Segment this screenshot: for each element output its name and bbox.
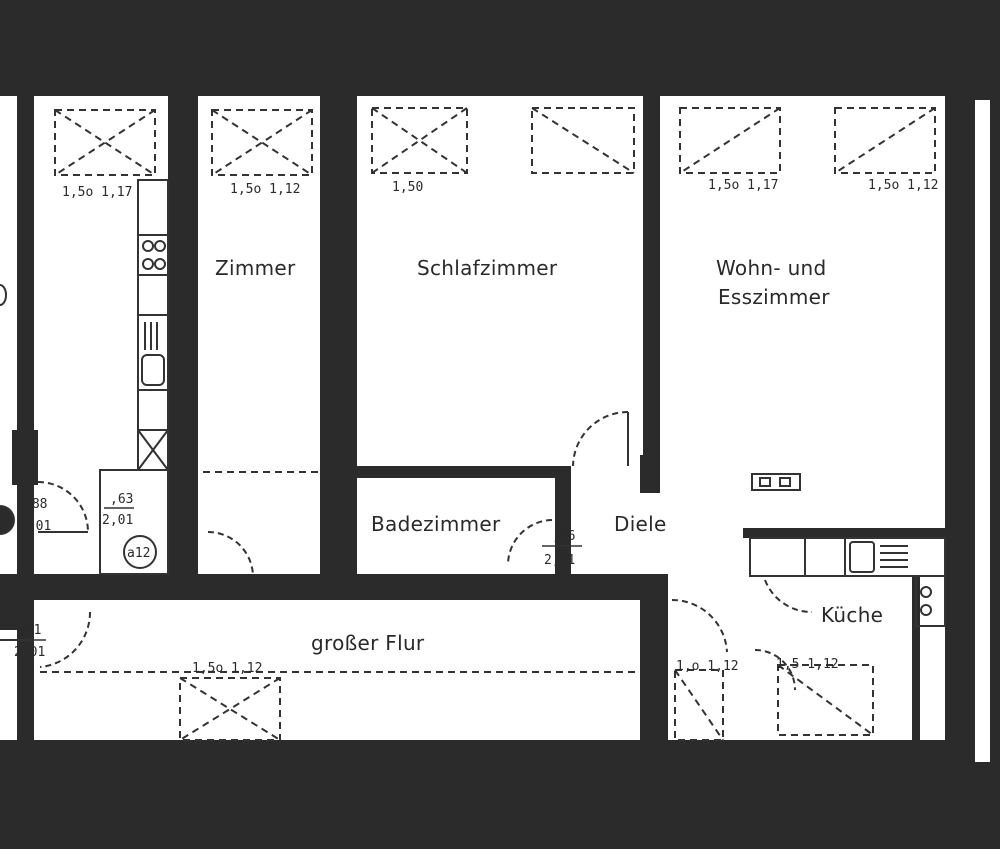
room-label-zimmer: Zimmer	[215, 256, 296, 280]
window-dim-2: 1,5o 1,12	[230, 182, 300, 197]
door-dim-1-width: ,63	[110, 492, 133, 507]
room-floors	[0, 96, 990, 740]
door-dim-4-width: ,88	[24, 497, 47, 512]
window-dim-6: 1,5o 1,12	[192, 661, 262, 676]
room-label-schlafzimmer: Schlafzimmer	[417, 256, 558, 280]
room-label-flur: großer Flur	[311, 631, 425, 655]
door-dim-3-height: 2,01	[14, 645, 45, 660]
door-dim-2-height: 2,01	[544, 553, 575, 568]
window-dim-7: 1,o 1,12	[676, 659, 739, 674]
door-dim-3-width: ,91	[18, 623, 41, 638]
room-label-wohn-line1: Wohn- und	[716, 256, 827, 280]
door-dim-4-height: 2,01	[20, 519, 51, 534]
room-label-badezimmer: Badezimmer	[371, 512, 501, 536]
window-dim-5: 1,5o 1,12	[868, 178, 938, 193]
window-dim-1: 1,5o 1,17	[62, 185, 132, 200]
door-dim-1-height: 2,01	[102, 513, 133, 528]
wall-details	[0, 380, 975, 630]
room-label-wohn-line2: Esszimmer	[718, 285, 830, 309]
door-dimension-labels: ,63 2,01 ,76 2,01 ,91 2,01 ,88 2,01 a12	[10, 492, 582, 660]
door-swings	[37, 411, 813, 691]
kitchenette-left	[99, 179, 169, 575]
room-label-diele: Diele	[614, 512, 667, 536]
window-dim-4: 1,5o 1,17	[708, 178, 778, 193]
window-symbols	[40, 107, 936, 741]
room-label-kueche: Küche	[821, 603, 884, 627]
door-dim-2-width: ,76	[552, 529, 575, 544]
circle-marker-label: a12	[127, 546, 150, 561]
kitchen-counter	[749, 473, 946, 627]
window-dimension-labels: 1,5o 1,17 1,5o 1,12 1,50 1,5o 1,17 1,5o …	[62, 178, 938, 676]
window-dim-8: 1,5 1,12	[776, 657, 839, 672]
window-dim-3: 1,50	[392, 180, 423, 195]
